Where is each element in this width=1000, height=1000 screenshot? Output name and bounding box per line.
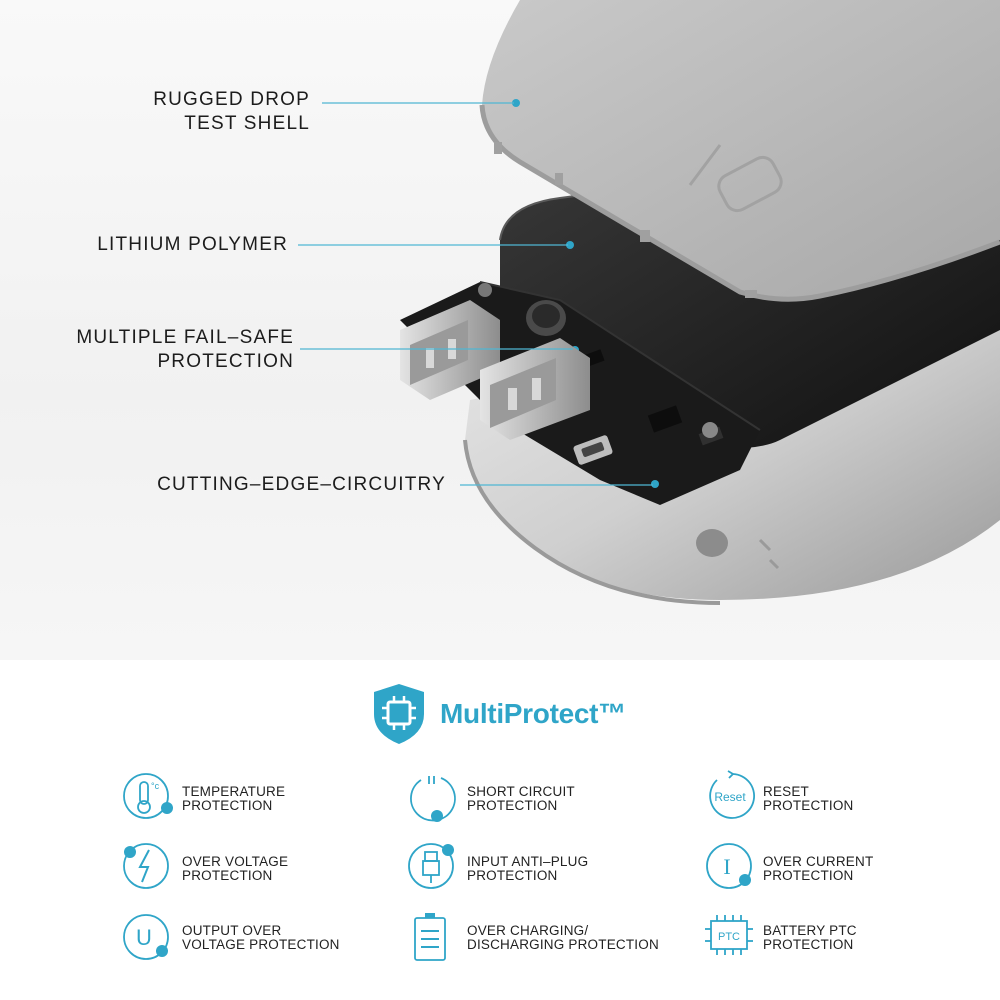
- callout-line: CUTTING–EDGE–CIRCUITRY: [157, 474, 446, 495]
- shell-number-marking: [688, 144, 783, 213]
- svg-text:U: U: [136, 925, 152, 950]
- power-bank-illustration: [298, 0, 1000, 605]
- lightning-icon: [123, 843, 169, 889]
- top-shell: [479, 0, 1000, 302]
- plug-icon: [408, 843, 454, 889]
- feature-over-charging: OVER CHARGING/DISCHARGING PROTECTION: [407, 909, 697, 965]
- callout-lithium-polymer: LITHIUM POLYMER: [97, 233, 288, 257]
- callout-line: TEST SHELL: [184, 113, 310, 134]
- callout-line: LITHIUM POLYMER: [97, 234, 288, 255]
- svg-text:Reset: Reset: [714, 790, 746, 804]
- svg-text:PTC: PTC: [718, 931, 740, 943]
- battery-icon: [414, 913, 446, 961]
- ptc-chip-icon: PTC: [705, 915, 753, 955]
- thermometer-icon: °c: [123, 773, 173, 819]
- usb-port-2: [480, 338, 590, 440]
- product-exploded-view: RUGGED DROP TEST SHELL LITHIUM POLYMER M…: [0, 0, 1000, 660]
- reset-icon: Reset: [709, 770, 755, 819]
- callout-leader-lines: [298, 102, 653, 486]
- voltage-u-icon: U: [123, 914, 169, 960]
- callout-line: PROTECTION: [157, 351, 294, 372]
- multiprotect-brand: MultiProtect™: [370, 682, 626, 746]
- callout-fail-safe: MULTIPLE FAIL–SAFE PROTECTION: [76, 326, 294, 374]
- feature-label: OVER CHARGING/DISCHARGING PROTECTION: [467, 923, 659, 952]
- callout-circuitry: CUTTING–EDGE–CIRCUITRY: [157, 473, 446, 497]
- power-icon: [410, 776, 456, 822]
- svg-text:I: I: [723, 854, 730, 879]
- callout-rugged-shell: RUGGED DROP TEST SHELL: [153, 88, 310, 136]
- callout-line: MULTIPLE FAIL–SAFE: [76, 327, 294, 348]
- callout-line: RUGGED DROP: [153, 89, 310, 110]
- svg-text:°c: °c: [151, 781, 160, 791]
- usb-port-1: [400, 300, 500, 400]
- brand-name: MultiProtect™: [440, 698, 626, 729]
- shield-chip-icon: [374, 684, 424, 744]
- current-icon: I: [706, 843, 752, 889]
